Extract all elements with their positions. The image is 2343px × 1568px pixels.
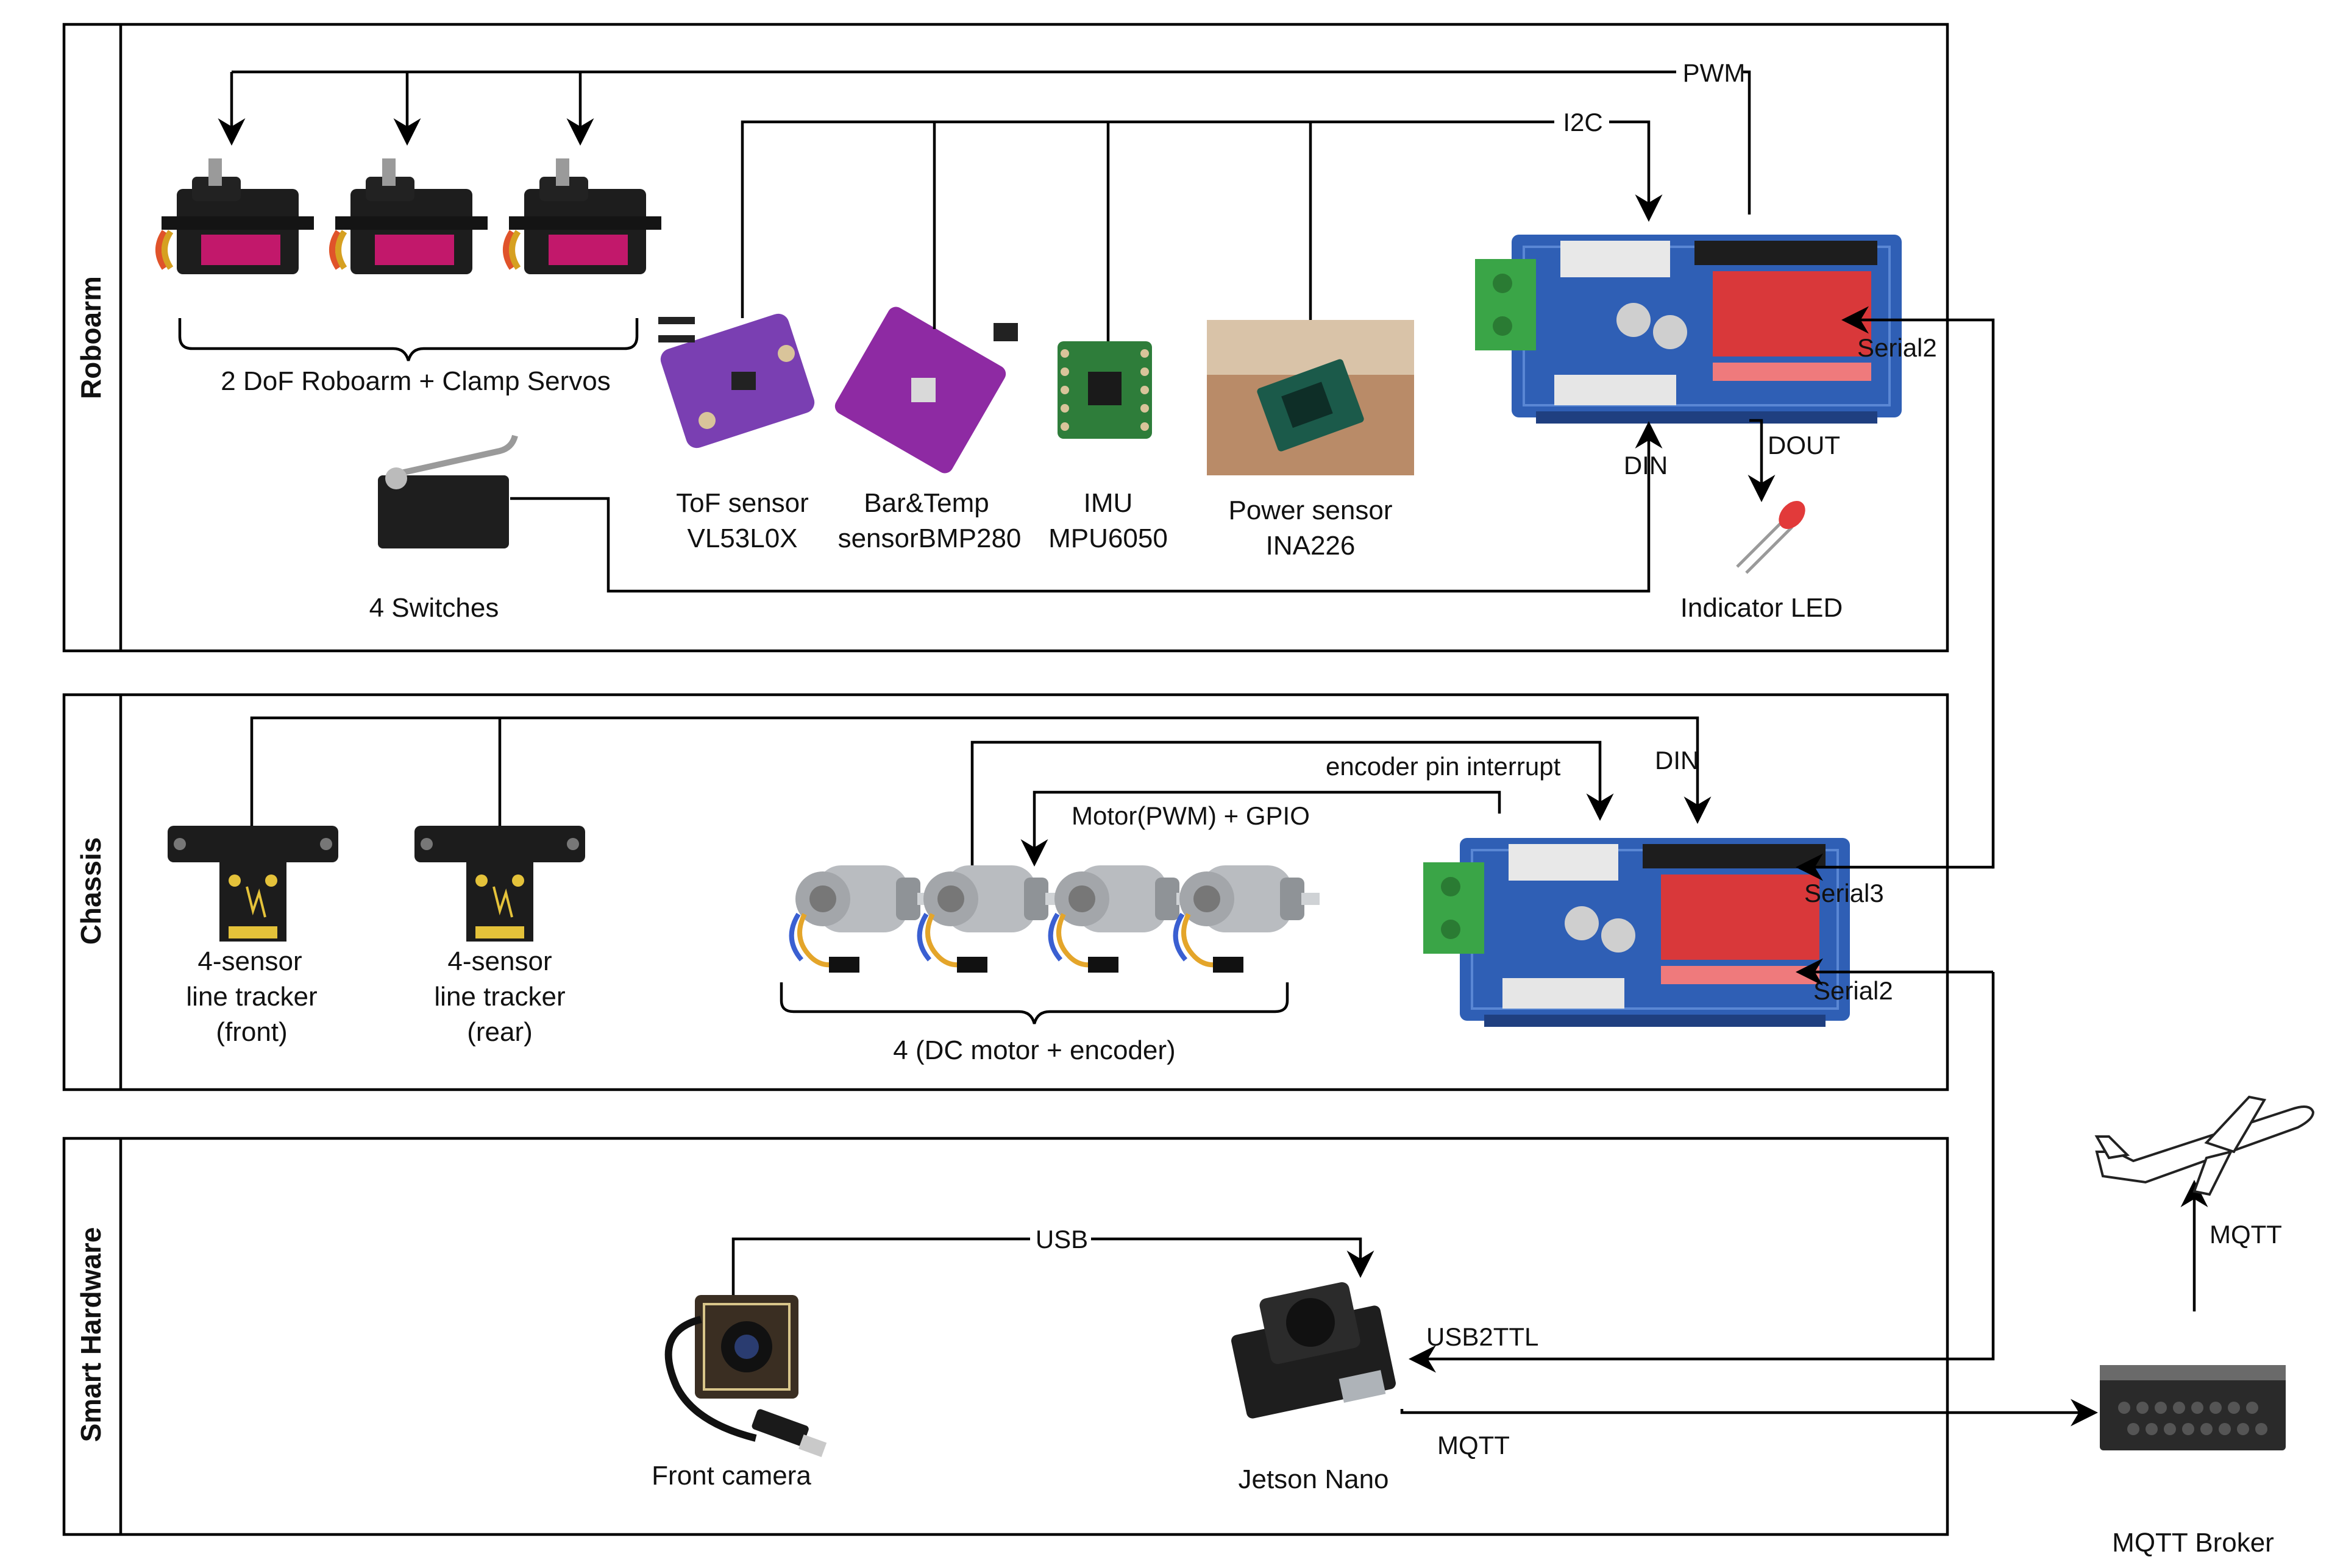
front-camera-icon xyxy=(664,1295,827,1458)
servos-label: 2 DoF Roboarm + Clamp Servos xyxy=(221,366,610,396)
tracker-rear-line3: (rear) xyxy=(467,1017,533,1047)
dout-line xyxy=(1747,419,1776,502)
servos-brace xyxy=(178,318,639,361)
server-rack-icon xyxy=(2100,1365,2286,1450)
tracker-rear-line2: line tracker xyxy=(434,982,565,1012)
encoder-interrupt-line xyxy=(970,740,1614,865)
servo-3-icon xyxy=(506,158,661,274)
mqtt-broker-line xyxy=(1400,1399,2098,1427)
power-sensor-label-line2: INA226 xyxy=(1266,531,1356,561)
smart-hardware-section-title: Smart Hardware xyxy=(75,1227,107,1442)
power-sensor-label-line1: Power sensor xyxy=(1228,495,1392,525)
mqtt-broker-label: MQTT Broker xyxy=(2112,1528,2274,1558)
usb2ttl-line xyxy=(1409,972,1995,1373)
airplane-icon xyxy=(2094,1095,2315,1196)
imu-sensor-icon xyxy=(1058,341,1152,439)
dc-motor-4-icon xyxy=(1176,865,1320,973)
tof-sensor-icon xyxy=(658,313,815,449)
imu-label-line2: MPU6050 xyxy=(1048,523,1168,553)
jetson-label: Jetson Nano xyxy=(1238,1464,1388,1494)
chassis-frame xyxy=(62,693,1949,1091)
pwm-bus-line xyxy=(232,70,1751,215)
motors-label: 4 (DC motor + encoder) xyxy=(893,1035,1175,1065)
din-chassis-label: DIN xyxy=(1655,746,1699,775)
din-top-label: DIN xyxy=(1624,451,1668,480)
motors-brace xyxy=(780,982,1289,1024)
tracker-rear-line1: 4-sensor xyxy=(447,946,552,976)
tracker-front-line3: (front) xyxy=(216,1017,287,1047)
bmp280-sensor-icon xyxy=(834,307,1018,474)
usb2ttl-label: USB2TTL xyxy=(1426,1322,1538,1351)
chassis-controller-board-icon xyxy=(1422,837,1851,1028)
roboarm-section-title: Roboarm xyxy=(75,276,107,399)
roboarm-controller-board-icon xyxy=(1474,233,1903,425)
serial2-chassis-label: Serial2 xyxy=(1813,976,1893,1005)
ina226-chip-icon xyxy=(1207,320,1414,475)
line-tracker-rear-icon xyxy=(413,825,586,943)
i2c-label: I2C xyxy=(1563,108,1602,137)
line-tracker-front-icon xyxy=(166,825,340,943)
imu-label-line1: IMU xyxy=(1084,488,1133,518)
dc-motor-2-icon xyxy=(920,865,1064,973)
mqtt-broker-group: MQTT Broker MQTT xyxy=(2094,1095,2315,1558)
tracker-front-line2: line tracker xyxy=(186,982,317,1012)
tracker-front-line1: 4-sensor xyxy=(197,946,302,976)
bmp280-label-line1: Bar&Temp xyxy=(864,488,989,518)
switches-label: 4 Switches xyxy=(369,593,499,623)
roboarm-frame xyxy=(62,23,1949,653)
bmp280-label-line2: sensorBMP280 xyxy=(838,523,1022,553)
dout-label: DOUT xyxy=(1768,431,1840,459)
smart-hardware-frame xyxy=(62,1137,1949,1536)
indicator-led-label: Indicator LED xyxy=(1680,593,1843,623)
indicator-led-icon xyxy=(1736,500,1805,574)
motor-pwm-gpio-line xyxy=(1020,790,1501,867)
dc-motor-1-icon xyxy=(792,865,936,973)
tof-label-line1: ToF sensor xyxy=(676,488,809,518)
switches-din-line xyxy=(510,421,1663,593)
roboarm-section: Roboarm 2 DoF Roboarm + Clamp Servos 4 S… xyxy=(62,23,1949,653)
serial2-top-label: Serial2 xyxy=(1857,333,1937,362)
tracker-din-line xyxy=(250,716,1712,826)
dc-motor-3-icon xyxy=(1051,865,1195,973)
chassis-section-title: Chassis xyxy=(75,837,107,945)
motor-label: Motor(PWM) + GPIO xyxy=(1072,801,1310,830)
chassis-section: Chassis 4-sensor line tracker (front) 4-… xyxy=(62,693,1949,1091)
mqtt-plane-label: MQTT xyxy=(2210,1220,2282,1249)
encoder-label: encoder pin interrupt xyxy=(1326,752,1561,781)
servo-2-icon xyxy=(332,158,488,274)
pwm-label: PWM xyxy=(1683,59,1746,87)
i2c-bus-line xyxy=(741,120,1663,318)
smart-hardware-section: Smart Hardware Front camera Jetson Nano … xyxy=(62,972,2098,1536)
jetson-nano-icon xyxy=(1231,1282,1396,1419)
tof-label-line2: VL53L0X xyxy=(687,523,797,553)
limit-switch-icon xyxy=(378,435,518,548)
camera-label: Front camera xyxy=(652,1461,811,1491)
servo-1-icon xyxy=(158,158,314,274)
serial3-label: Serial3 xyxy=(1804,879,1884,907)
usb-label: USB xyxy=(1036,1225,1088,1254)
mqtt-jetson-label: MQTT xyxy=(1437,1431,1510,1460)
